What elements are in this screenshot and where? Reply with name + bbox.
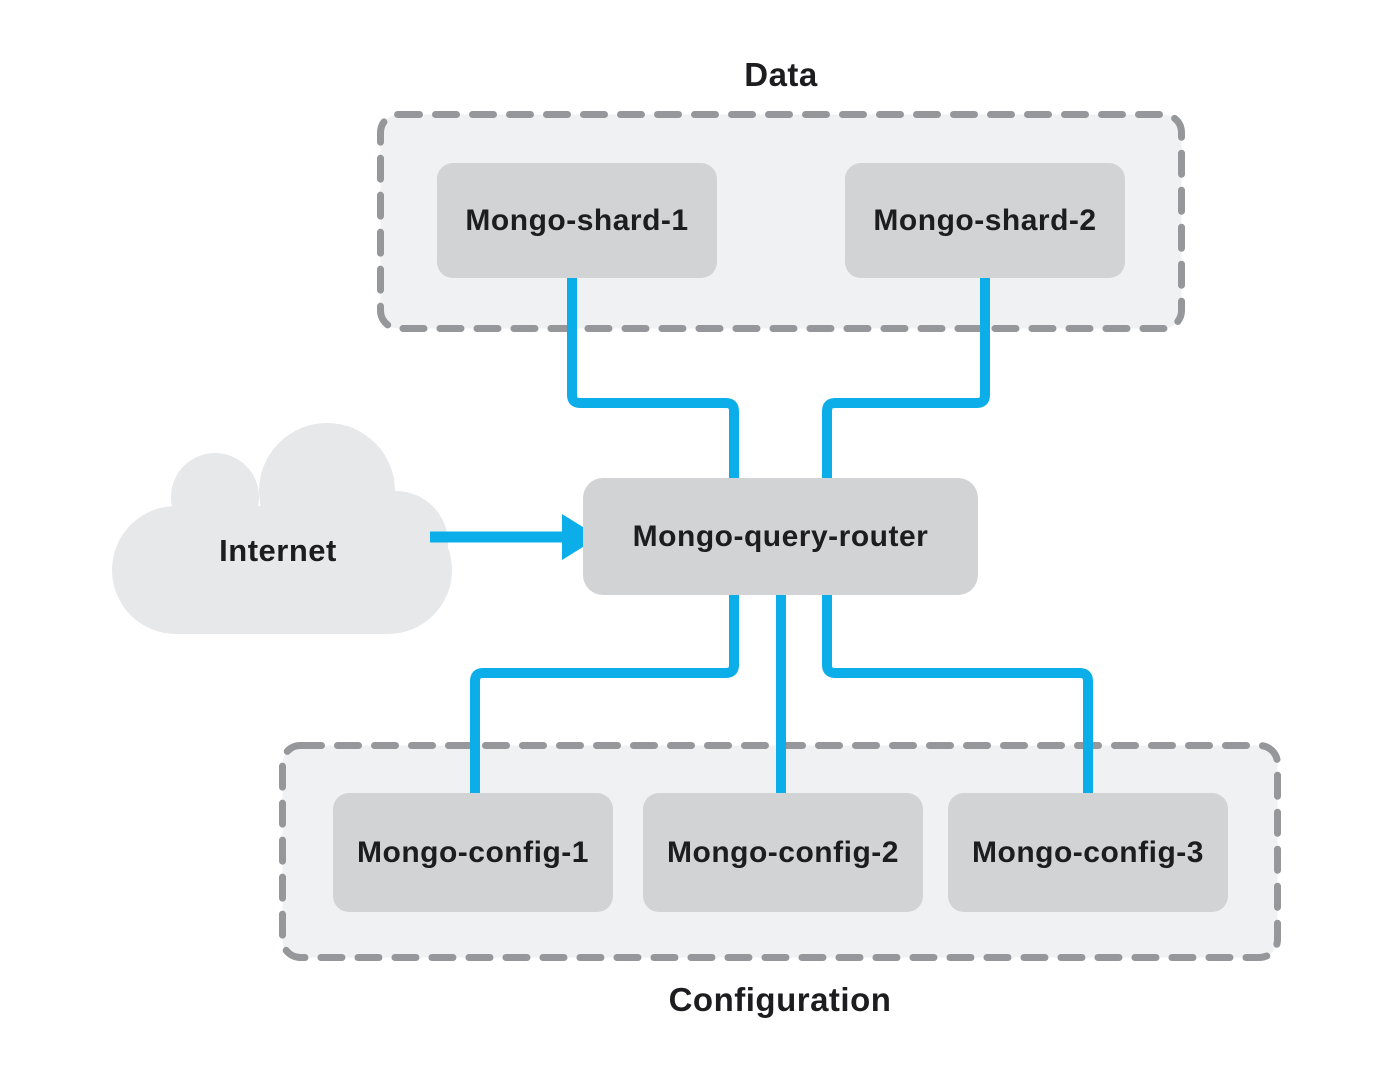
node-mongo-shard-2: Mongo-shard-2 <box>845 163 1125 278</box>
node-mongo-shard-2-label: Mongo-shard-2 <box>873 203 1097 237</box>
node-mongo-shard-1-label: Mongo-shard-1 <box>465 203 689 237</box>
node-mongo-shard-1: Mongo-shard-1 <box>437 163 717 278</box>
node-mongo-config-2: Mongo-config-2 <box>643 793 923 912</box>
internet-label: Internet <box>219 533 337 568</box>
edge-router-to-config3 <box>822 595 1093 793</box>
internet-to-router-arrow <box>430 514 599 560</box>
node-mongo-config-1: Mongo-config-1 <box>333 793 613 912</box>
node-mongo-config-2-label: Mongo-config-2 <box>667 835 899 869</box>
node-mongo-config-3: Mongo-config-3 <box>948 793 1228 912</box>
node-mongo-config-3-label: Mongo-config-3 <box>972 835 1204 869</box>
data-group-label: Data <box>744 56 818 93</box>
cloud-icon <box>112 423 452 634</box>
node-mongo-config-1-label: Mongo-config-1 <box>357 835 589 869</box>
node-mongo-query-router-label: Mongo-query-router <box>632 519 929 553</box>
configuration-group-label: Configuration <box>668 981 892 1018</box>
edge-shard2-to-router <box>822 278 990 478</box>
node-mongo-query-router: Mongo-query-router <box>583 478 978 595</box>
edge-router-to-config1 <box>470 595 739 793</box>
edge-shard1-to-router <box>567 278 739 478</box>
